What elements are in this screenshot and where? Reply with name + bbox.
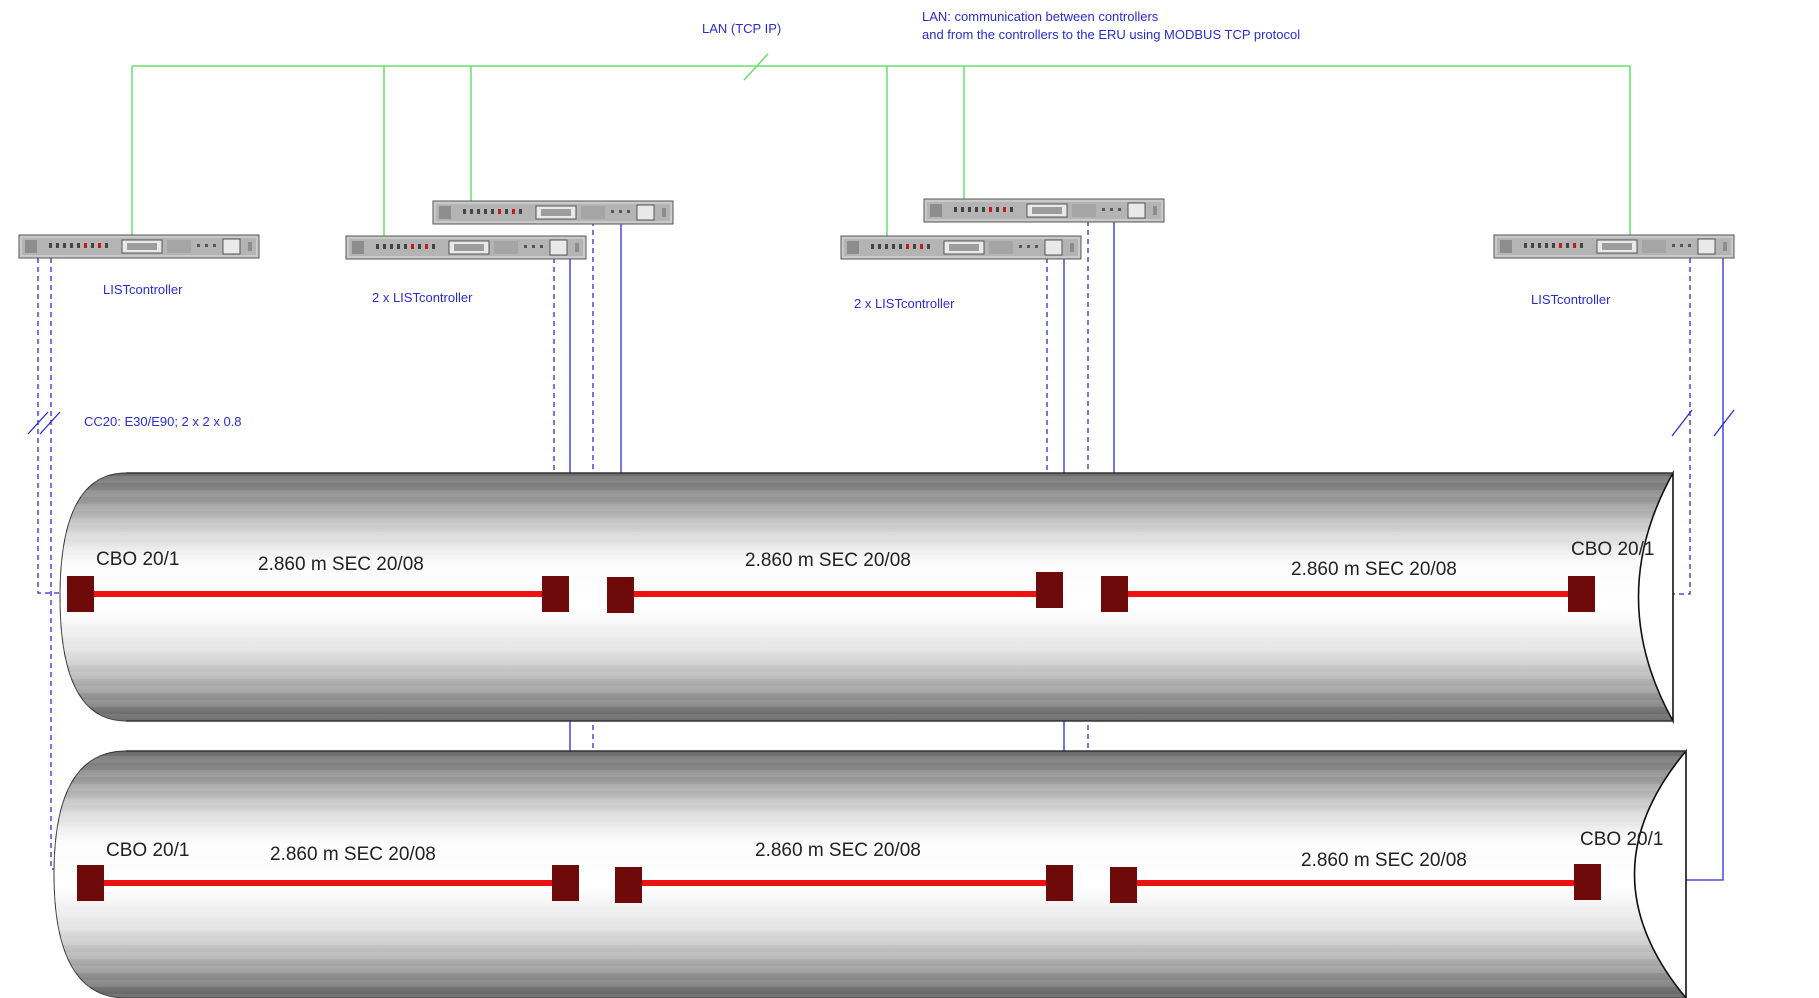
tube-top-section-1: 2.860 m SEC 20/08: [258, 554, 424, 575]
node-bottom-cbo-left: [77, 865, 104, 901]
node-top-1: [542, 576, 569, 612]
tube-top-section-2: 2.860 m SEC 20/08: [745, 550, 911, 571]
controller-units: [18, 198, 1735, 260]
node-bottom-3: [1046, 865, 1073, 901]
controller-unit-1: [18, 234, 260, 259]
tube-top-end-cap: [1637, 469, 1674, 725]
node-bottom-1: [552, 865, 579, 901]
controller-unit-3: [432, 200, 674, 225]
tube-bottom-end-cap: [1633, 748, 1687, 998]
tube-bottom-section-3: 2.860 m SEC 20/08: [1301, 850, 1467, 871]
lan-note-line2: and from the controllers to the ERU usin…: [922, 27, 1300, 42]
node-top-2: [607, 577, 634, 613]
controller-label-1: LISTcontroller: [103, 282, 183, 297]
cable-break-left: [27, 411, 61, 435]
node-bottom-cbo-right: [1574, 864, 1601, 900]
cable-spec-label: CC20: E30/E90; 2 x 2 x 0.8: [84, 414, 242, 429]
tube-bottom-cbo-right: CBO 20/1: [1580, 829, 1663, 850]
controller-label-2: 2 x LISTcontroller: [372, 290, 473, 305]
node-bottom-4: [1110, 867, 1137, 903]
controller-unit-5: [923, 198, 1165, 223]
tube-bottom-cbo-left: CBO 20/1: [106, 840, 189, 861]
node-top-3: [1036, 572, 1063, 608]
controller-unit-6: [1493, 234, 1735, 259]
sensor-nodes: [67, 572, 1601, 903]
node-top-4: [1101, 576, 1128, 612]
lan-break-mark: [743, 53, 769, 81]
tube-bottom-section-2: 2.860 m SEC 20/08: [755, 840, 921, 861]
controller-label-3: 2 x LISTcontroller: [854, 296, 955, 311]
tube-bottom-section-1: 2.860 m SEC 20/08: [270, 844, 436, 865]
tube-top-cbo-left: CBO 20/1: [96, 549, 179, 570]
tube-top-section-3: 2.860 m SEC 20/08: [1291, 559, 1457, 580]
node-top-cbo-left: [67, 576, 94, 612]
node-bottom-2: [615, 867, 642, 903]
controller-unit-2: [345, 235, 587, 260]
node-top-cbo-right: [1568, 576, 1595, 612]
tube-top-cbo-right: CBO 20/1: [1571, 539, 1654, 560]
lan-label: LAN (TCP IP): [702, 21, 781, 36]
tunnel-tube-bottom: [53, 748, 1687, 998]
lan-network: [131, 53, 1631, 240]
cable-break-right: [1671, 409, 1735, 437]
controller-label-4: LISTcontroller: [1531, 292, 1611, 307]
lan-note-line1: LAN: communication between controllers: [922, 9, 1159, 24]
controller-unit-4: [840, 235, 1082, 260]
